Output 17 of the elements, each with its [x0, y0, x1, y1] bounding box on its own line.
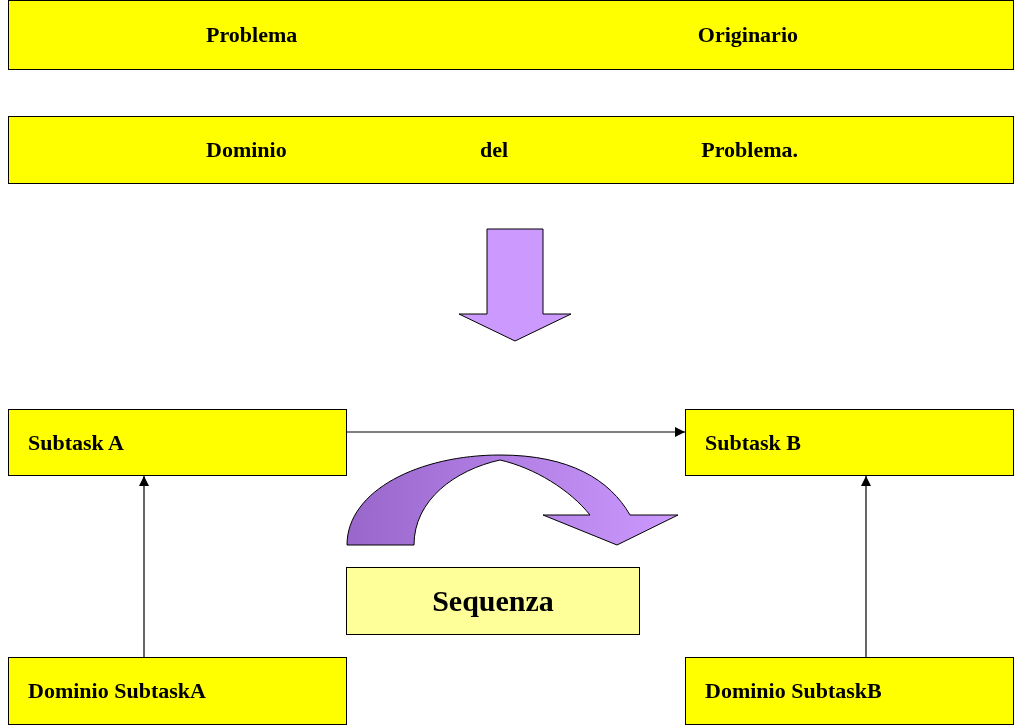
box-label: Dominio SubtaskB: [705, 678, 882, 704]
arrow: [861, 475, 871, 658]
box-label: Problema Originario: [206, 22, 798, 48]
box-label: Dominio SubtaskA: [28, 678, 206, 704]
text-box: [346, 567, 640, 635]
box-label: Subtask B: [705, 429, 801, 456]
box-label: Sequenza: [432, 584, 554, 618]
arrow: [139, 475, 149, 658]
text-box: [685, 409, 1014, 476]
box-label: Subtask A: [28, 429, 124, 456]
arrow: [346, 427, 686, 437]
text-box: [8, 116, 1014, 184]
text-box: [685, 657, 1014, 725]
text-box: [8, 409, 347, 476]
text-box: [8, 0, 1014, 70]
text-box: [8, 657, 347, 725]
box-label: Dominio del Problema.: [206, 137, 798, 163]
